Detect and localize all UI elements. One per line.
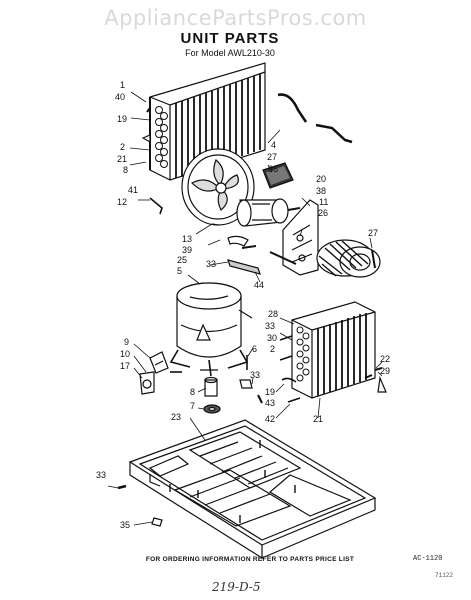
blower-wheel	[316, 239, 381, 278]
fan-assembly	[181, 148, 255, 226]
callout-6: 6	[252, 344, 257, 354]
callout-27b: 27	[368, 228, 378, 238]
callout-21b: 21	[313, 414, 323, 424]
callout-1: 1	[120, 80, 125, 90]
terminal-cover	[139, 351, 182, 395]
callout-41: 41	[128, 185, 138, 195]
callout-33c: 33	[250, 370, 260, 380]
callout-25: 25	[177, 255, 187, 265]
callout-38: 38	[316, 186, 326, 196]
callout-8: 8	[123, 165, 128, 175]
callout-12: 12	[117, 197, 127, 207]
callout-21: 21	[117, 154, 127, 164]
callout-35: 35	[120, 520, 130, 530]
callout-30: 30	[267, 333, 277, 343]
callout-19: 19	[117, 114, 127, 124]
compressor	[169, 282, 253, 377]
condenser-coil	[149, 62, 266, 181]
callout-11: 11	[319, 197, 328, 207]
drain-tubes	[277, 93, 353, 144]
callout-22: 22	[380, 354, 390, 364]
callout-33: 33	[206, 259, 216, 269]
callout-27: 27	[267, 152, 277, 162]
screws-base	[117, 484, 163, 527]
callout-33b: 33	[265, 321, 275, 331]
compressor-hardware	[239, 355, 263, 404]
callout-19b: 19	[265, 387, 275, 397]
watermark: AppliancePartsPros.com	[104, 6, 367, 30]
callout-9: 9	[124, 337, 129, 347]
corner-stamp: 71122	[435, 572, 454, 579]
mounting-clips	[141, 107, 163, 215]
callout-numbers: 1 40 19 2 21 8 41 12 4 27 36 20 38 11 26…	[96, 80, 390, 530]
callout-20: 20	[316, 174, 326, 184]
callout-40: 40	[115, 92, 125, 102]
callout-7: 7	[190, 401, 195, 411]
callout-4: 4	[271, 140, 276, 150]
callout-2: 2	[120, 142, 125, 152]
base-pan	[128, 419, 377, 560]
callout-28: 28	[268, 309, 278, 319]
callout-43: 43	[265, 398, 275, 408]
callout-10: 10	[120, 349, 130, 359]
callout-36: 36	[268, 164, 278, 174]
screws-right	[364, 367, 387, 393]
page-subtitle: For Model AWL210-30	[185, 48, 275, 58]
callout-29: 29	[380, 366, 390, 376]
callout-39: 39	[182, 245, 192, 255]
callout-26: 26	[318, 208, 328, 218]
callout-13: 13	[182, 234, 192, 244]
callout-33d: 33	[96, 470, 106, 480]
callout-44: 44	[254, 280, 264, 290]
leader-lines	[107, 91, 383, 526]
callout-5: 5	[177, 266, 182, 276]
ordering-info-note: FOR ORDERING INFORMATION REFER TO PARTS …	[145, 556, 355, 563]
diagram-code: AC-1120	[413, 555, 443, 563]
evaporator-coil	[279, 301, 376, 403]
small-hardware-upper	[227, 235, 261, 275]
handwritten-note: 219-D-5	[212, 580, 261, 594]
callout-23: 23	[171, 412, 181, 422]
callout-2b: 2	[270, 344, 275, 354]
motor-mount-bracket	[269, 199, 319, 276]
page-title: UNIT PARTS	[180, 30, 280, 47]
compressor-grommets	[203, 376, 221, 414]
callout-42: 42	[265, 414, 275, 424]
fan-motor	[236, 198, 301, 227]
callout-17: 17	[120, 361, 130, 371]
callout-8b: 8	[190, 387, 195, 397]
